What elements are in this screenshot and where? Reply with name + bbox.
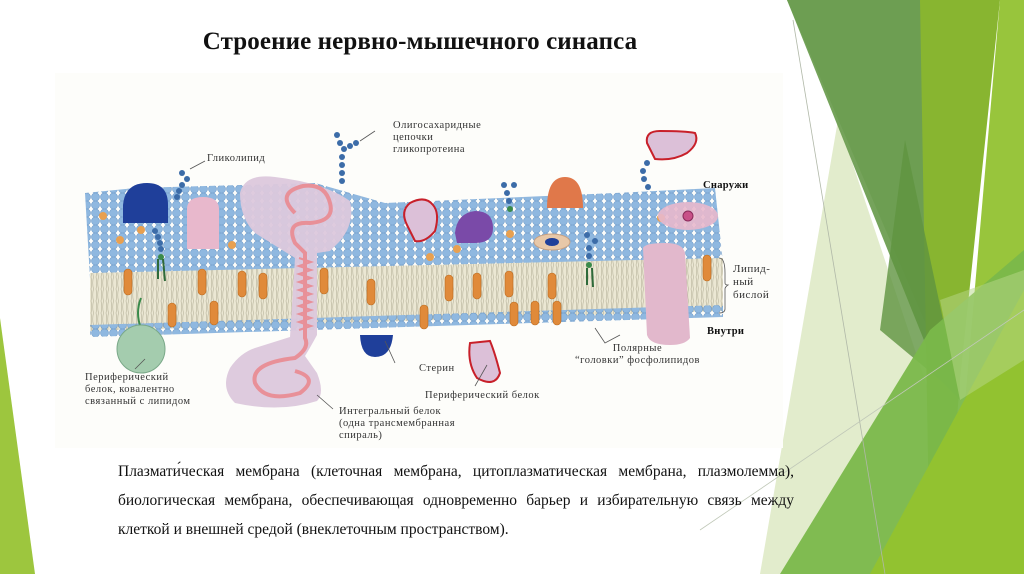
bottom-lime-triangle: [870, 290, 1024, 574]
integral-protein-helix: [252, 183, 333, 399]
label-outside: Снаружи: [703, 180, 749, 191]
blue-protein: [123, 183, 168, 223]
pink-channel-protein: [187, 197, 219, 249]
oligosaccharide-chain: [334, 132, 359, 184]
label-peripheral-covalent: Периферический белок, ковалентно связанн…: [85, 372, 191, 407]
integral-protein-body: [226, 176, 352, 408]
peripheral-protein-top: [403, 198, 439, 243]
inner-leaflet-heads: [90, 305, 723, 337]
label-polar-heads: Полярные “головки” фосфолипидов: [575, 343, 700, 366]
bottom-green-triangle: [780, 250, 1024, 574]
glycolipid-tail-right: [586, 267, 594, 288]
sterol-molecules: [123, 254, 712, 330]
lime-band-right: [950, 0, 1024, 574]
large-transmembrane-protein: [643, 243, 690, 345]
green-peripheral-protein: [116, 324, 166, 374]
slide-description: Плазмати́ческая мембрана (клеточная мемб…: [118, 463, 794, 538]
slide-title: Строение нервно-мышечного синапса: [202, 28, 638, 55]
label-lipid-bilayer: Липид- ный бислой: [733, 263, 771, 301]
label-integral-protein: Интегральный белок (одна трансмембранная…: [339, 406, 456, 441]
membrane-illustration: [85, 129, 730, 410]
dark-green-wedge: [787, 0, 955, 574]
pale-green-wedge: [760, 120, 990, 574]
thin-line-diagonal: [792, 19, 886, 574]
blue-bottom-protein: [360, 335, 393, 357]
mid-green-overlap: [880, 140, 960, 400]
lime-band: [920, 0, 1000, 574]
pink-surface-protein-core: [682, 210, 694, 222]
ring-channel-pore: [545, 238, 559, 246]
label-inside: Внутри: [707, 326, 745, 337]
membrane-diagram: Гликолипид Олигосахаридные цепочки глико…: [55, 73, 783, 448]
glycolipid-chain: [152, 170, 190, 260]
label-sterol: Стерин: [419, 363, 455, 374]
purple-protein: [455, 211, 493, 243]
peripheral-protein-bottom: [468, 339, 502, 383]
helix-coil: [295, 257, 315, 331]
dark-green-wedge-2: [787, 0, 960, 400]
pale-overlay: [940, 270, 1024, 400]
label-peripheral-protein: Периферический белок: [425, 390, 540, 401]
left-green-triangle: [0, 318, 35, 574]
label-oligosaccharide-chains: Олигосахаридные цепочки гликопротеина: [393, 120, 482, 155]
orange-protein: [547, 177, 583, 208]
leader-lines: [134, 130, 730, 410]
glycolipid-tail: [157, 258, 166, 282]
peripheral-protein-floating: [645, 129, 698, 161]
glycoprotein-chain-right: [501, 160, 651, 268]
label-glycolipid: Гликолипид: [207, 153, 266, 164]
